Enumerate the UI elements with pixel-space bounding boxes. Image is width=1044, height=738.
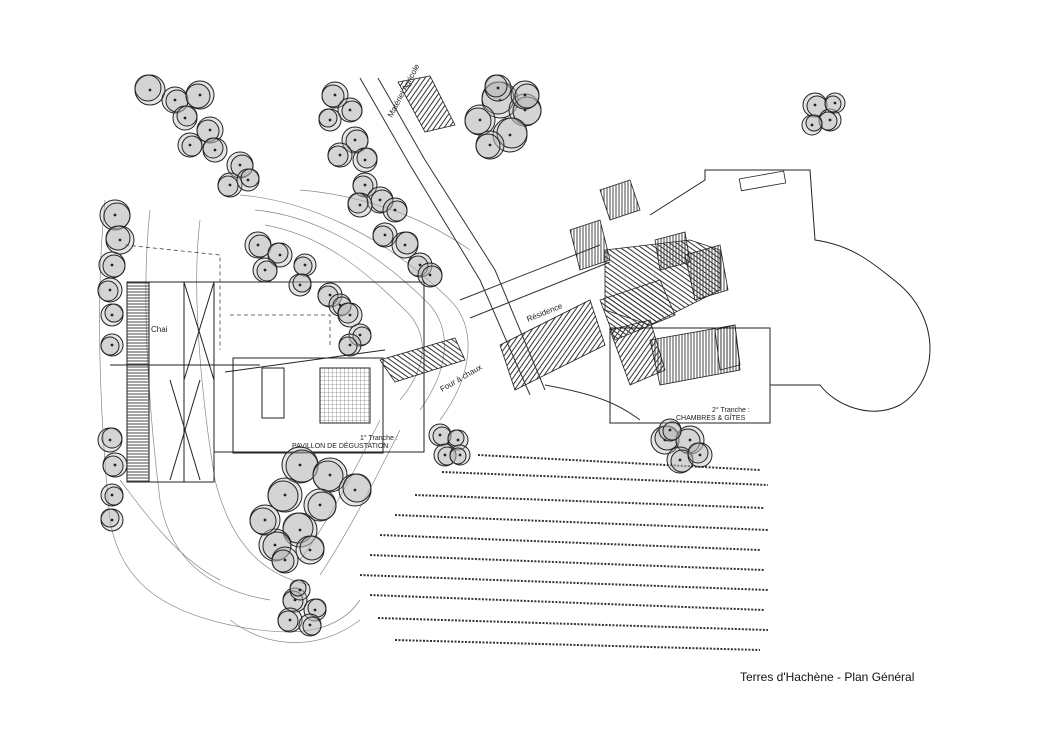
tree — [417, 262, 443, 288]
tree — [510, 80, 540, 110]
tree — [98, 251, 126, 279]
four-a-chaux — [379, 337, 466, 383]
tree — [298, 613, 322, 637]
tree — [99, 199, 131, 231]
tree — [293, 253, 317, 277]
tree — [484, 74, 512, 102]
tree — [338, 333, 362, 357]
tree — [185, 80, 215, 110]
tree — [391, 231, 419, 259]
tree — [341, 126, 369, 154]
tree — [267, 477, 303, 513]
tree — [428, 423, 452, 447]
tree — [464, 104, 496, 136]
residence-buildings — [499, 179, 741, 391]
label-tranche1-line1: 1° Tranche : — [360, 434, 398, 442]
tree — [288, 273, 312, 297]
compound-outline — [649, 169, 931, 412]
tree — [102, 452, 128, 478]
tree — [100, 508, 124, 532]
tree — [100, 333, 124, 357]
tree — [267, 242, 293, 268]
tree — [818, 108, 842, 132]
tree — [687, 442, 713, 468]
tree — [303, 488, 337, 522]
tree — [236, 168, 260, 192]
tree — [317, 282, 343, 308]
tree — [449, 444, 471, 466]
tree — [172, 105, 198, 131]
tree — [475, 130, 505, 160]
tree — [134, 74, 166, 106]
label-tranche2-line2: CHAMBRES & GÎTES — [676, 413, 746, 422]
tree — [824, 92, 846, 114]
tree — [271, 546, 299, 574]
trees — [97, 74, 846, 637]
tree — [666, 446, 694, 474]
tree — [289, 579, 311, 601]
tree — [196, 116, 224, 144]
tree — [801, 114, 823, 136]
tree — [105, 225, 135, 255]
tree — [337, 97, 363, 123]
label-four: Four à chaux — [439, 363, 484, 394]
label-chai: Chai — [151, 325, 168, 334]
dashed-lines — [124, 244, 331, 350]
tree — [177, 132, 203, 158]
tree — [318, 108, 342, 132]
tree — [382, 197, 408, 223]
small-rect — [738, 170, 787, 192]
tree — [282, 512, 318, 548]
tree — [328, 293, 352, 317]
tree — [347, 192, 373, 218]
label-tranche2-line1: 2° Tranche : — [712, 406, 750, 414]
tree — [100, 483, 124, 507]
tree — [352, 147, 378, 173]
tree — [249, 504, 281, 536]
vineyard-rows — [359, 454, 769, 651]
tree — [327, 142, 353, 168]
tree — [217, 172, 243, 198]
tree — [226, 151, 254, 179]
label-tranche1-line2: PAVILLON DE DÉGUSTATION — [292, 441, 388, 450]
tree — [337, 302, 363, 328]
tree — [97, 427, 123, 453]
tree — [295, 535, 325, 565]
tree — [252, 257, 278, 283]
tree — [492, 117, 528, 153]
tree — [100, 303, 124, 327]
tree — [258, 528, 292, 562]
tree — [244, 231, 272, 259]
tree — [281, 446, 319, 484]
tree — [802, 92, 828, 118]
tranche2-frame — [609, 327, 771, 424]
tree — [372, 222, 398, 248]
plan-title: Terres d'Hachène - Plan Général — [740, 670, 915, 684]
tree — [303, 598, 327, 622]
tree — [338, 473, 372, 507]
tree — [277, 607, 303, 633]
tree — [658, 418, 682, 442]
materiel-shed — [397, 75, 456, 133]
tree — [97, 277, 123, 303]
chai-building — [110, 281, 425, 483]
tree — [202, 137, 228, 163]
